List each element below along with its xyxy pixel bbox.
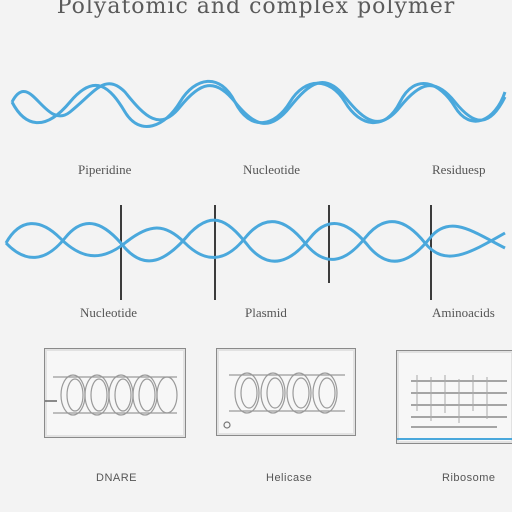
divider-bar-4 <box>430 205 432 300</box>
panel-2-loops <box>223 372 345 429</box>
row1-label-2: Nucleotide <box>243 162 301 177</box>
divider-bar-3 <box>328 205 330 283</box>
panel-caption-2: Helicase <box>266 472 313 484</box>
row2-label-3: Aminoacids <box>432 305 495 320</box>
panel-caption-1: DNARE <box>96 472 138 484</box>
panel-1 <box>44 348 186 438</box>
panel-1-loops <box>45 374 178 416</box>
row2-label-1: Nucleotide <box>80 305 138 320</box>
divider-bar-1 <box>120 205 122 300</box>
panel-2 <box>216 348 356 436</box>
wave-row-1 <box>10 79 507 128</box>
divider-bar-2 <box>214 205 216 300</box>
row1-label-3: Residuesp <box>432 162 486 177</box>
panel-caption-3: Ribosome <box>442 472 496 484</box>
row1-label-1: Piperidine <box>78 162 132 177</box>
panel-3-text-lines <box>397 375 512 440</box>
row2-label-2: Plasmid <box>245 305 287 320</box>
panel-3 <box>396 350 512 444</box>
wave-row-2 <box>4 218 506 263</box>
page-title: Polyatomic and complex polymer <box>56 0 456 19</box>
